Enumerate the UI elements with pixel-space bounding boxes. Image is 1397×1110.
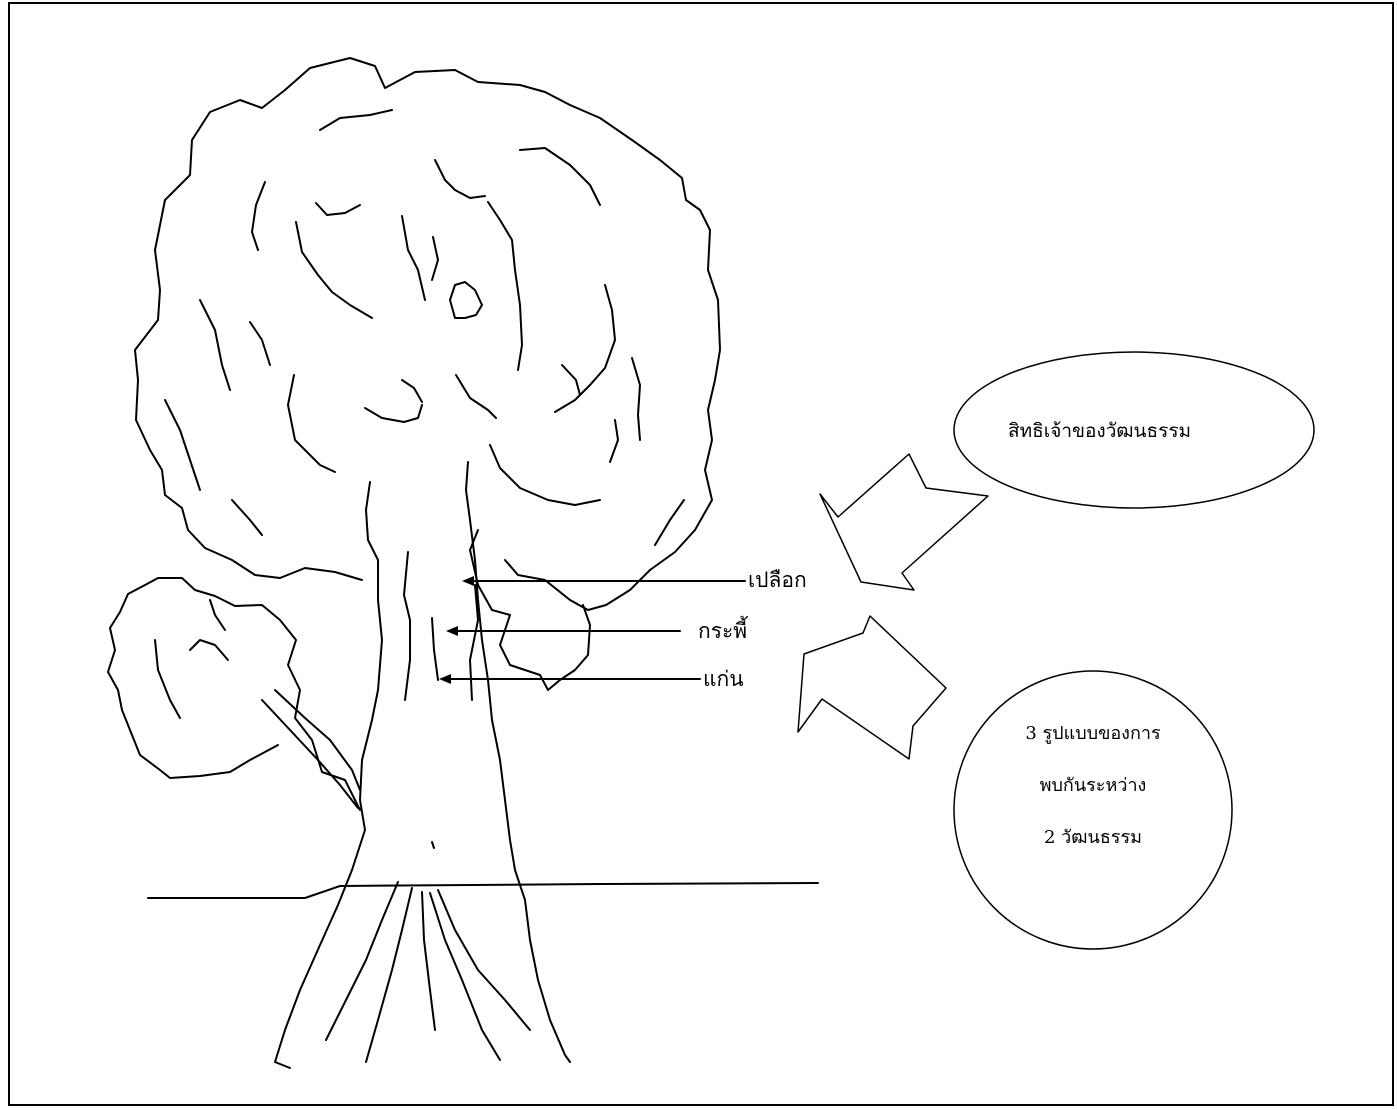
circle-line-2: พบกันระหว่าง <box>1039 775 1147 796</box>
ground-line <box>147 882 819 899</box>
sapwood-label: กระพี้ <box>698 619 748 643</box>
trunk-left-outer <box>274 481 383 1069</box>
oval-text: สิทธิเจ้าของวัฒนธรรม <box>1008 420 1192 442</box>
block-arrow-upper <box>819 453 989 591</box>
trunk-inner-sapwood <box>431 617 439 681</box>
block-arrow-lower <box>797 615 947 760</box>
oval-shape <box>953 351 1315 509</box>
diagram-frame <box>8 2 1394 1106</box>
left-bush <box>107 577 361 811</box>
trunk-inner-right <box>469 584 479 701</box>
heartwood-label: แก่น <box>703 667 744 691</box>
circle-line-1: 3 รูปแบบของการ <box>1025 723 1161 744</box>
trunk-inner-left <box>403 551 411 701</box>
trunk-right-outer <box>465 461 571 1063</box>
bark-label: เปลือก <box>748 568 807 592</box>
canopy-outline <box>134 57 721 611</box>
label-arrows <box>439 576 746 684</box>
right-lobe <box>469 529 591 691</box>
circle-line-3: 2 วัฒนธรรม <box>1043 827 1143 848</box>
circle-shape <box>953 670 1233 950</box>
